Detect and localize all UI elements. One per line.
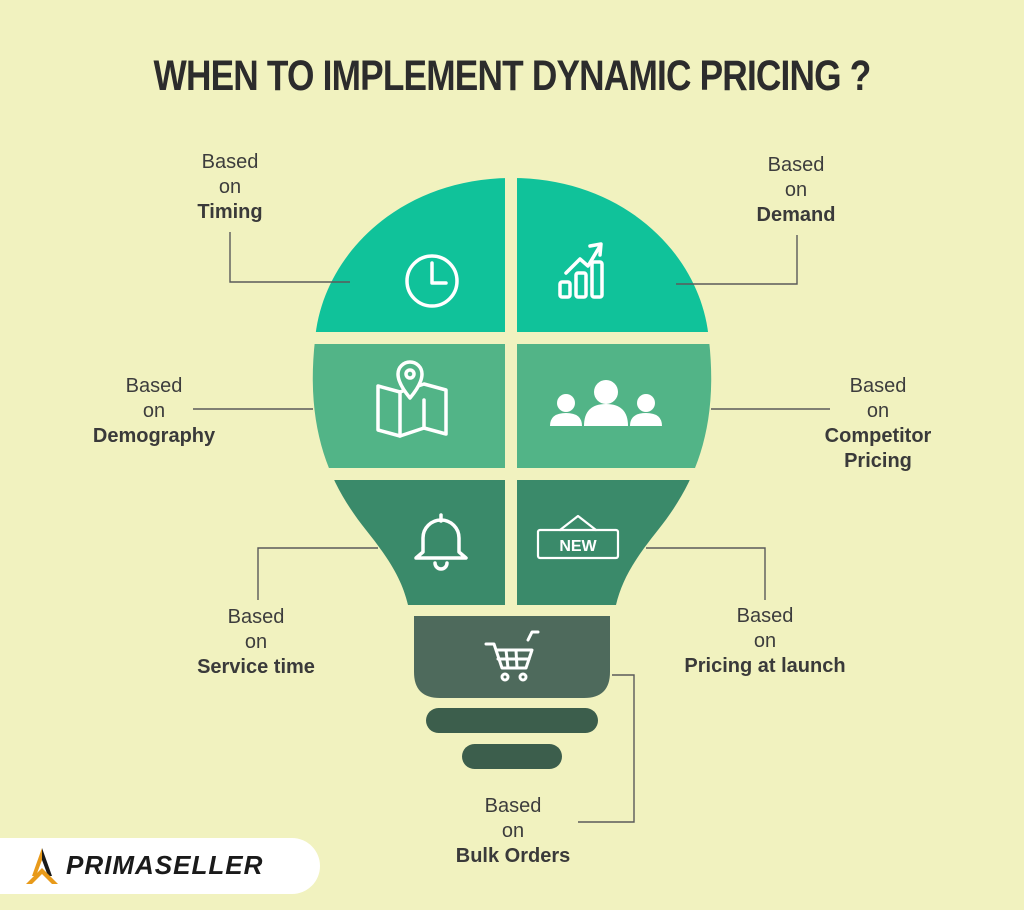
clock-icon [405,254,459,308]
label-demography: Based on Demography [92,375,216,447]
map-pin-icon [376,360,448,438]
group-people-icon [550,380,662,426]
label-competitor-pricing: Based on Competitor Pricing [824,375,932,472]
new-sign-text: NEW [559,538,597,555]
label-service-time: Based on Service time [197,606,315,678]
connector-timing [229,232,350,283]
bulb-socket [414,616,610,698]
connector-demand [676,235,798,285]
segment-demand [517,178,712,332]
page-title: WHEN TO IMPLEMENT DYNAMIC PRICING ? [153,52,872,100]
connector-service [257,547,378,600]
label-timing: Based on Timing [197,151,263,223]
label-bulk-orders: Based on Bulk Orders [455,795,571,867]
primaseller-logo-icon [26,848,58,884]
logo-container [0,838,320,894]
segment-launch [517,480,712,605]
growth-chart-icon [558,242,604,299]
segment-demography [312,344,505,468]
bulb-glass [312,178,712,605]
segment-timing [312,178,505,332]
label-pricing-at-launch: Based on Pricing at launch [684,605,846,677]
bulb-base-ring [426,708,598,733]
bell-icon [414,513,468,571]
new-sign-icon [536,514,620,560]
connector-launch [646,547,766,600]
label-demand: Based on Demand [756,154,836,226]
segment-competitor [517,344,712,468]
segment-service [312,480,505,605]
bulb-base-tip [462,744,562,769]
shopping-cart-icon [484,630,540,682]
logo-text: PRIMASELLER [66,850,264,880]
connector-bulk [578,674,635,823]
connector-lines [193,232,830,823]
